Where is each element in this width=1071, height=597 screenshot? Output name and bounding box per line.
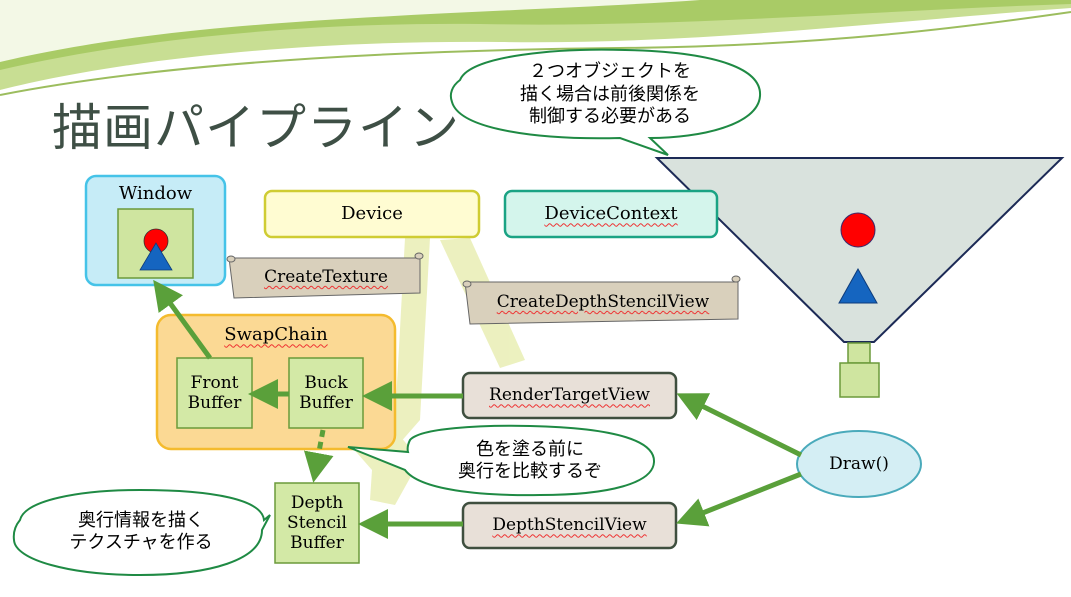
draw-label: Draw() — [829, 453, 889, 474]
depth-funnel — [654, 157, 1065, 398]
depth-stencil-buffer-box — [274, 482, 360, 564]
callout-bubble-top — [449, 48, 762, 156]
front-buffer-box — [176, 357, 253, 429]
callout-left-text: 奥行情報を描く テクスチャを作る — [69, 509, 213, 554]
header-swoosh — [0, 0, 1071, 96]
window-label: Window — [118, 183, 193, 205]
create-texture-scroll — [226, 252, 424, 299]
front-buffer-label: Front Buffer — [187, 372, 242, 413]
red-circle-icon — [840, 212, 876, 248]
render-target-view-label: RenderTargetView — [489, 385, 650, 406]
window-box — [84, 174, 227, 287]
depth-stencil-buffer-label: Depth Stencil Buffer — [287, 492, 347, 554]
draw-ellipse — [796, 430, 922, 498]
back-buffer-box — [288, 357, 364, 429]
green-arrows — [153, 279, 803, 539]
callout-bubble-middle — [347, 424, 656, 497]
swap-chain-label: SwapChain — [224, 324, 328, 346]
create-depth-stencil-view-label: CreateDepthStencilView — [496, 291, 710, 312]
device-context-label: DeviceContext — [544, 203, 678, 225]
blue-triangle-icon — [838, 267, 878, 304]
callout-bubble-left — [12, 488, 271, 577]
page-title: 描画パイプライン — [52, 99, 460, 157]
device-label: Device — [341, 203, 403, 225]
create-depth-stencil-view-scroll — [462, 275, 741, 325]
callout-top-text: ２つオブジェクトを 描く場合は前後関係を 制御する必要がある — [520, 61, 700, 128]
back-buffer-label: Buck Buffer — [299, 372, 353, 413]
device-box — [263, 189, 481, 239]
depth-stencil-view-label: DepthStencilView — [492, 515, 647, 536]
device-context-box — [503, 189, 719, 239]
create-texture-label: CreateTexture — [264, 266, 388, 287]
callout-middle-text: 色を塗る前に 奥行を比較するぞ — [458, 438, 602, 483]
